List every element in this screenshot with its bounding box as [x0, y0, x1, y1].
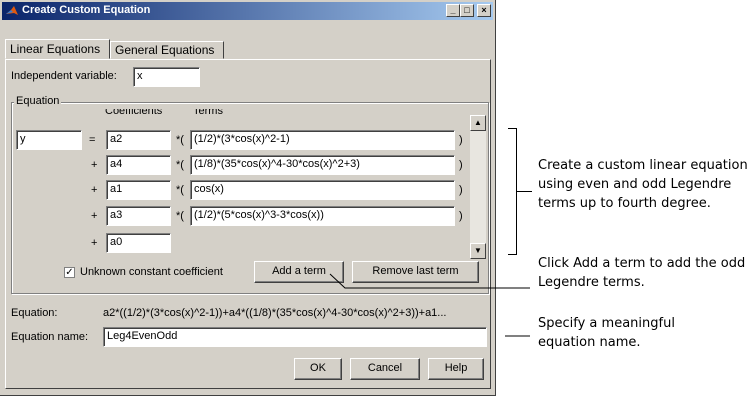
coefficient-input[interactable]: a4 [106, 155, 171, 175]
term-input[interactable]: (1/8)*(35*cos(x)^4-30*cos(x)^2+3) [190, 155, 455, 175]
scroll-down-icon[interactable]: ▼ [470, 243, 486, 259]
unknown-constant-checkbox[interactable]: ✓ [64, 267, 75, 278]
coefficient-input[interactable]: a0 [106, 233, 171, 253]
close-button[interactable]: × [477, 4, 491, 17]
independent-variable-input[interactable]: x [133, 67, 200, 87]
minimize-button[interactable]: _ [446, 4, 460, 17]
multiply-open: *( [176, 210, 184, 222]
close-paren: ) [459, 210, 463, 222]
equation-preview: a2*((1/2)*(3*cos(x)^2-1))+a4*((1/8)*(35*… [103, 307, 447, 319]
plus-sign: + [91, 184, 98, 196]
annotation-leader [516, 191, 532, 192]
close-paren: ) [459, 159, 463, 171]
term-input[interactable]: cos(x) [190, 180, 455, 200]
coefficients-header: Coefficients [105, 109, 163, 117]
term-input[interactable]: (1/2)*(5*cos(x)^3-3*cos(x)) [190, 206, 455, 226]
independent-variable-label: Independent variable: [11, 70, 117, 82]
plus-sign: + [91, 210, 98, 222]
tab-linear-equations[interactable]: Linear Equations [5, 39, 110, 59]
title-bar[interactable]: Create Custom Equation _ □ × [2, 2, 493, 20]
scroll-up-icon[interactable]: ▲ [470, 115, 486, 131]
equation-group-label: Equation [14, 95, 62, 107]
close-paren: ) [459, 134, 463, 146]
annotation-equation-name: Specify a meaningful equation name. [538, 316, 675, 350]
tab-general-equations[interactable]: General Equations [110, 41, 224, 59]
annotation-add-term: Click Add a term to add the odd Legendre… [538, 256, 746, 290]
equals-sign: = [89, 134, 96, 146]
ok-button[interactable]: OK [294, 358, 342, 380]
plus-sign: + [91, 159, 98, 171]
multiply-open: *( [176, 134, 184, 146]
equation-name-input[interactable]: Leg4EvenOdd [103, 327, 487, 347]
equation-group [11, 102, 489, 294]
coefficient-input[interactable]: a2 [106, 130, 171, 150]
matlab-logo-icon [6, 6, 18, 15]
window-title: Create Custom Equation [22, 4, 151, 16]
annotation-linear-equation: Create a custom linear equation using ev… [538, 158, 748, 211]
multiply-open: *( [176, 184, 184, 196]
equation-label: Equation: [11, 307, 58, 319]
plus-sign: + [91, 237, 98, 249]
lhs-input[interactable]: y [16, 130, 82, 150]
coefficient-input[interactable]: a3 [106, 206, 171, 226]
maximize-button[interactable]: □ [460, 4, 474, 17]
terms-header: Terms [193, 109, 223, 117]
vertical-scrollbar[interactable]: ▲ ▼ [470, 115, 486, 259]
tab-panel [5, 59, 491, 389]
equation-name-label: Equation name: [11, 331, 89, 343]
create-custom-equation-dialog: Create Custom Equation _ □ × Linear Equa… [0, 0, 496, 396]
unknown-constant-label: Unknown constant coefficient [80, 266, 223, 278]
term-input[interactable]: (1/2)*(3*cos(x)^2-1) [190, 130, 455, 150]
remove-last-term-button[interactable]: Remove last term [352, 261, 479, 283]
help-button[interactable]: Help [428, 358, 484, 380]
add-term-button[interactable]: Add a term [254, 261, 344, 283]
cancel-button[interactable]: Cancel [350, 358, 420, 380]
coefficient-input[interactable]: a1 [106, 180, 171, 200]
multiply-open: *( [176, 159, 184, 171]
close-paren: ) [459, 184, 463, 196]
